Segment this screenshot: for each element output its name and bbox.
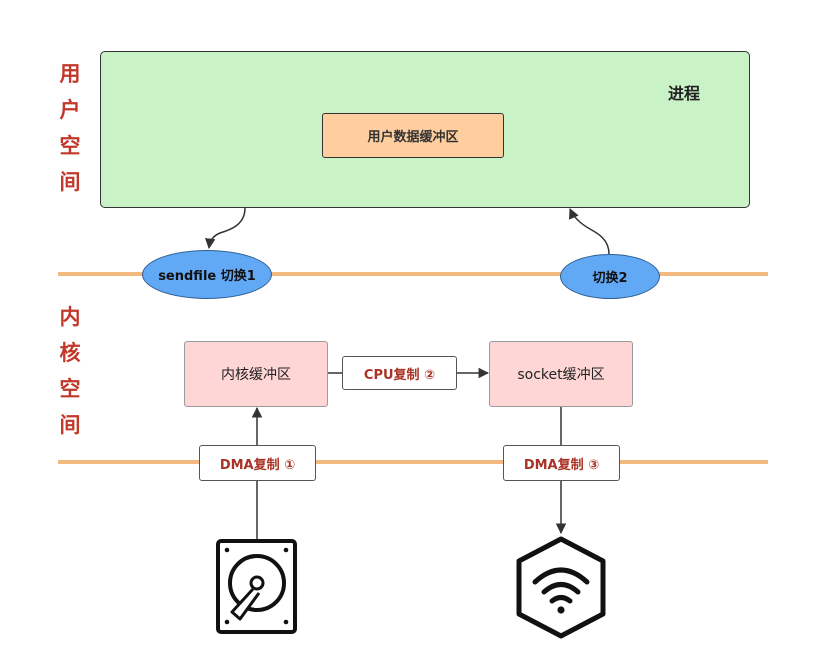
cpu-copy-label: CPU复制 ② bbox=[342, 356, 457, 390]
kernel-space-label-char: 核 bbox=[59, 341, 81, 365]
process-title: 进程 bbox=[668, 84, 701, 103]
user-space-label-char: 空 bbox=[59, 134, 81, 158]
kernel-space-label-char: 间 bbox=[59, 413, 81, 437]
dma-copy3-label: DMA复制 ③ bbox=[503, 445, 620, 481]
user-space-label: 用 户 空 间 bbox=[55, 56, 85, 200]
kernel-buffer: 内核缓冲区 bbox=[184, 341, 328, 407]
kernel-space-label-char: 内 bbox=[59, 305, 81, 329]
hard-disk-icon bbox=[216, 539, 297, 634]
user-space-label-char: 户 bbox=[59, 98, 81, 122]
wifi-icon bbox=[516, 536, 606, 639]
dma-copy1-label: DMA复制 ① bbox=[199, 445, 316, 481]
socket-buffer: socket缓冲区 bbox=[489, 341, 633, 407]
arrow-switch2-to-process bbox=[569, 208, 610, 255]
switch2-ellipse: 切换2 bbox=[560, 254, 660, 299]
arrow-process-to-switch1 bbox=[204, 207, 246, 250]
kernel-space-label: 内 核 空 间 bbox=[55, 299, 85, 443]
user-data-buffer: 用户数据缓冲区 bbox=[322, 113, 504, 158]
user-space-label-char: 用 bbox=[59, 62, 81, 86]
sendfile-switch1-ellipse: sendfile 切换1 bbox=[142, 250, 272, 299]
kernel-space-label-char: 空 bbox=[59, 377, 81, 401]
user-space-label-char: 间 bbox=[59, 170, 81, 194]
